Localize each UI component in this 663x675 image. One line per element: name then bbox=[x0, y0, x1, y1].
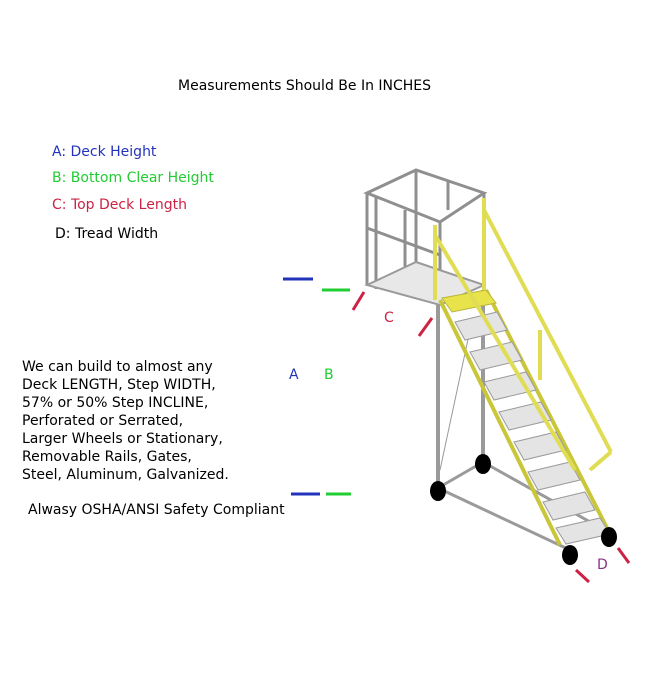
compliance-note: Alwasy OSHA/ANSI Safety Compliant bbox=[28, 502, 285, 518]
capability-line: Steel, Aluminum, Galvanized. bbox=[22, 467, 229, 483]
capability-line: Perforated or Serrated, bbox=[22, 413, 184, 429]
dimension-label-b: B bbox=[324, 367, 334, 383]
legend-c: C: Top Deck Length bbox=[52, 197, 187, 213]
dimension-label-d: D bbox=[597, 557, 608, 573]
legend-b: B: Bottom Clear Height bbox=[52, 170, 214, 186]
capability-line: Deck LENGTH, Step WIDTH, bbox=[22, 377, 216, 393]
capabilities-list: We can build to almost any Deck LENGTH, … bbox=[22, 358, 229, 484]
dimension-markers bbox=[283, 277, 631, 584]
base-frame bbox=[437, 329, 609, 552]
legend-a: A: Deck Height bbox=[52, 144, 157, 160]
dimension-label-c: C bbox=[384, 310, 394, 326]
wheels bbox=[430, 454, 617, 565]
capability-line: We can build to almost any bbox=[22, 359, 213, 375]
page-title: Measurements Should Be In INCHES bbox=[178, 78, 432, 94]
handrails bbox=[433, 198, 613, 472]
stair-treads bbox=[454, 311, 611, 545]
capability-line: 57% or 50% Step INCLINE, bbox=[22, 395, 209, 411]
capability-line: Larger Wheels or Stationary, bbox=[22, 431, 223, 447]
legend-d: D: Tread Width bbox=[55, 226, 159, 242]
capability-line: Removable Rails, Gates, bbox=[22, 449, 192, 465]
dimension-label-a: A bbox=[289, 367, 299, 383]
